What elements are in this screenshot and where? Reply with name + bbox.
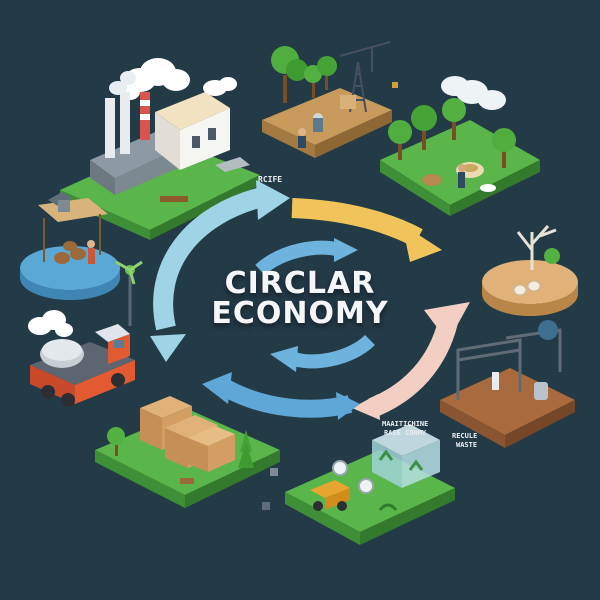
tree-icon <box>317 56 337 90</box>
crane-icon <box>456 328 562 400</box>
tree-icon <box>107 427 125 456</box>
tree-icon <box>271 46 308 103</box>
arrow-inner-bottom <box>270 334 375 372</box>
tree-icon <box>516 225 557 270</box>
decor-bit <box>392 82 398 88</box>
factory-icon <box>90 71 230 195</box>
greenhouse-island <box>285 424 455 545</box>
cloud-icon <box>441 76 506 110</box>
tree-icon <box>442 98 466 140</box>
tree-icon <box>388 120 412 160</box>
arrow-inner-top <box>255 238 358 276</box>
crate-icon <box>188 426 235 472</box>
crates-island <box>95 396 280 508</box>
log-island <box>482 225 578 316</box>
maintenance-sign-line-1: MAAITICHINE <box>382 420 429 428</box>
tree-icon <box>238 430 254 468</box>
arrow-outer-top <box>150 180 290 362</box>
cloud-icon <box>203 77 237 96</box>
water-tower-icon <box>38 192 108 262</box>
arrow-yellow <box>291 198 442 262</box>
recycle-sign: RCIFE <box>258 175 283 184</box>
tree-icon <box>492 128 516 168</box>
truck-icon <box>30 324 135 407</box>
industrial-island <box>440 320 575 448</box>
log-pile-icon <box>54 241 86 264</box>
cloud-icon <box>28 310 73 337</box>
decor-bit <box>262 502 270 510</box>
park-island <box>380 98 540 216</box>
wind-turbine-icon <box>115 260 143 326</box>
title-line-2: ECONOMY <box>211 296 389 331</box>
tree-icon <box>411 105 437 150</box>
factory-island <box>60 71 260 240</box>
truck-icon <box>310 480 350 511</box>
title-line-1: CIRCLAR <box>224 266 376 301</box>
waste-sign-line-2: WASTE <box>456 441 478 449</box>
maintenance-sign-line-2: RASE CONMY <box>384 429 427 437</box>
crane-island <box>262 41 392 158</box>
greenhouse-icon <box>372 424 440 488</box>
waste-sign-line-1: RECULE <box>452 432 478 440</box>
arrow-blue-bottom <box>202 372 360 420</box>
tree-icon <box>304 65 322 98</box>
arrow-pink <box>352 302 470 420</box>
log-pile-icon <box>513 280 541 296</box>
decor-bit <box>270 468 278 476</box>
water-island <box>20 192 120 300</box>
